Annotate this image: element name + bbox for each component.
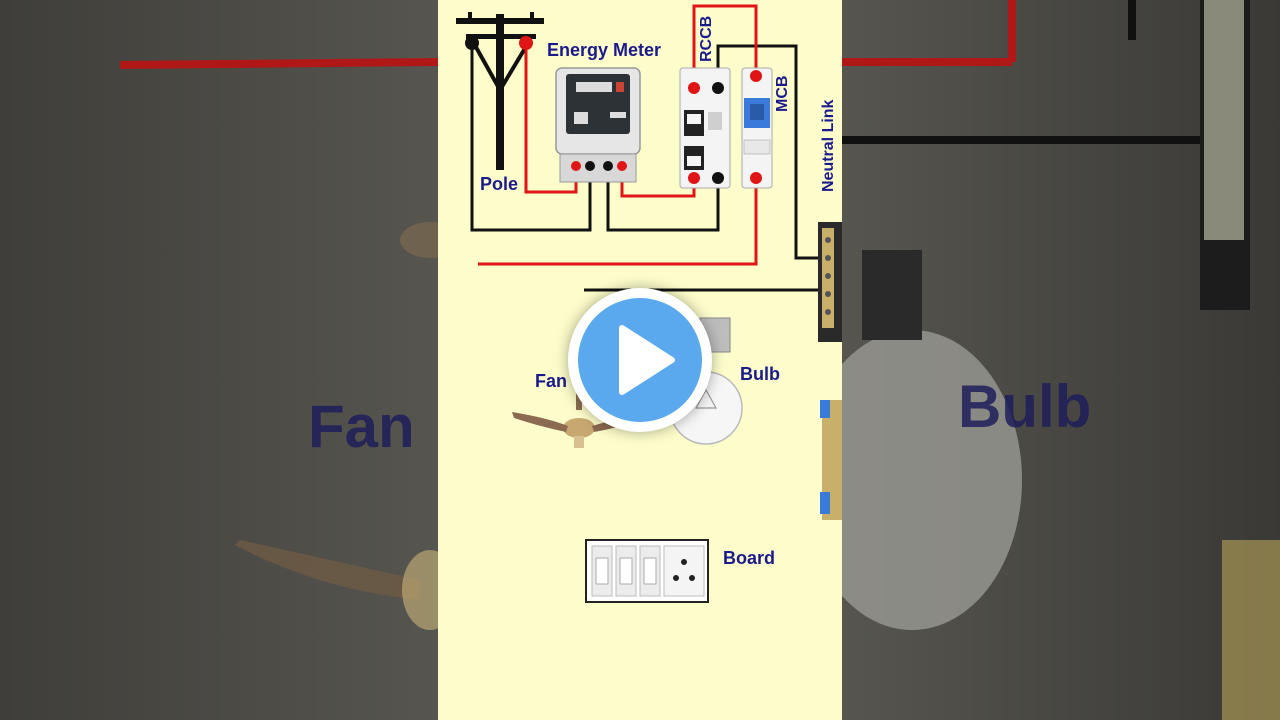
neutral-link-label: Neutral Link (820, 99, 837, 192)
rccb-device (679, 67, 731, 189)
wiring-diagram (456, 4, 842, 603)
background-left-art (119, 58, 438, 630)
pole-label: Pole (480, 174, 519, 194)
mcb-label: MCB (774, 75, 791, 112)
electric-pole-icon (456, 12, 544, 170)
play-button[interactable] (568, 288, 712, 432)
neutral-link-device (818, 222, 842, 520)
bulb-label: Bulb (740, 364, 780, 384)
board-label: Board (723, 548, 776, 568)
background-right-art (842, 0, 1280, 720)
mcb-device (741, 67, 773, 189)
switch-board-icon (585, 539, 709, 603)
background-right (842, 0, 1280, 720)
fan-label: Fan (535, 371, 568, 391)
energy-meter-device (555, 67, 641, 183)
background-left (0, 0, 438, 720)
background-bulb-text: Bulb (958, 373, 1092, 440)
rccb-label: RCCB (698, 15, 715, 62)
play-icon (619, 325, 675, 395)
background-fan-text: Fan (308, 393, 415, 460)
energy-meter-label: Energy Meter (547, 40, 662, 60)
